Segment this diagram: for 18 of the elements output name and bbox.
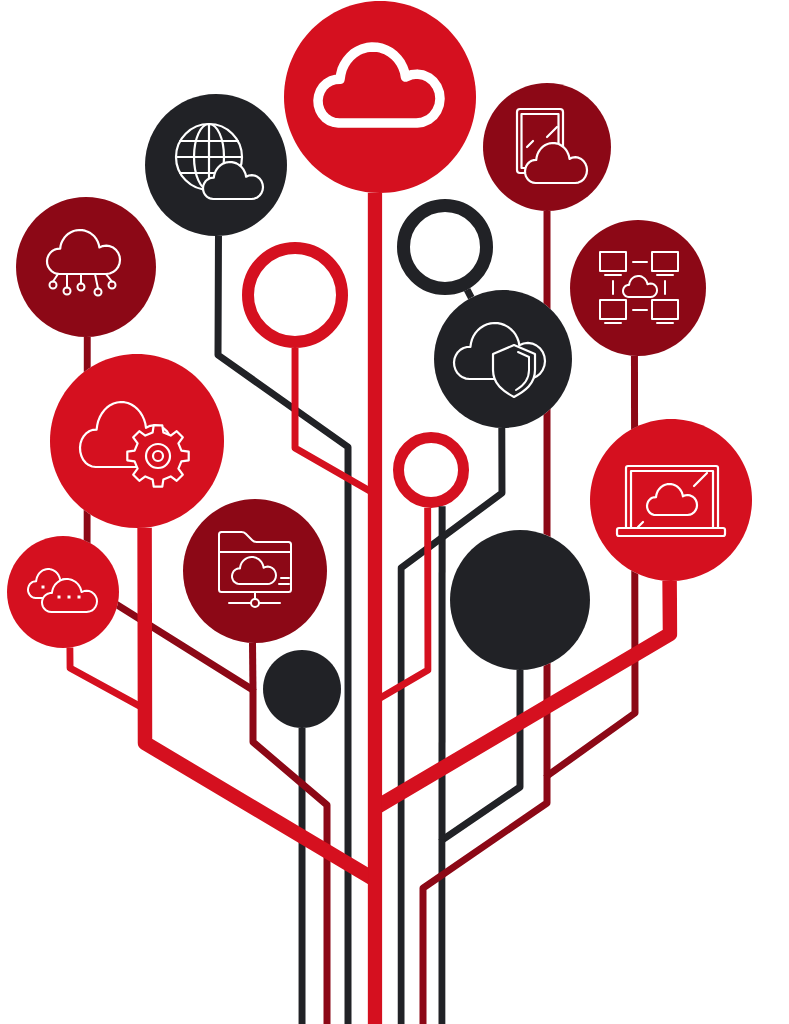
filled-circle [570, 220, 706, 356]
filled-circle [590, 419, 752, 581]
filled-circle [263, 650, 341, 728]
filled-circle [183, 499, 327, 643]
hollow-ring [242, 242, 348, 348]
branch-line [367, 192, 383, 1024]
filled-circle [450, 530, 590, 670]
connector-line [463, 288, 475, 300]
branch-line [214, 235, 352, 1024]
branch-line [381, 580, 678, 815]
hollow-ring [393, 432, 469, 508]
trunk-line [249, 689, 331, 1024]
branch-line [397, 427, 506, 1024]
hollow-ring [397, 199, 493, 295]
filled-circle [284, 1, 476, 193]
branch-line [249, 642, 257, 691]
branch-line [137, 527, 369, 887]
filled-circle [16, 197, 156, 337]
